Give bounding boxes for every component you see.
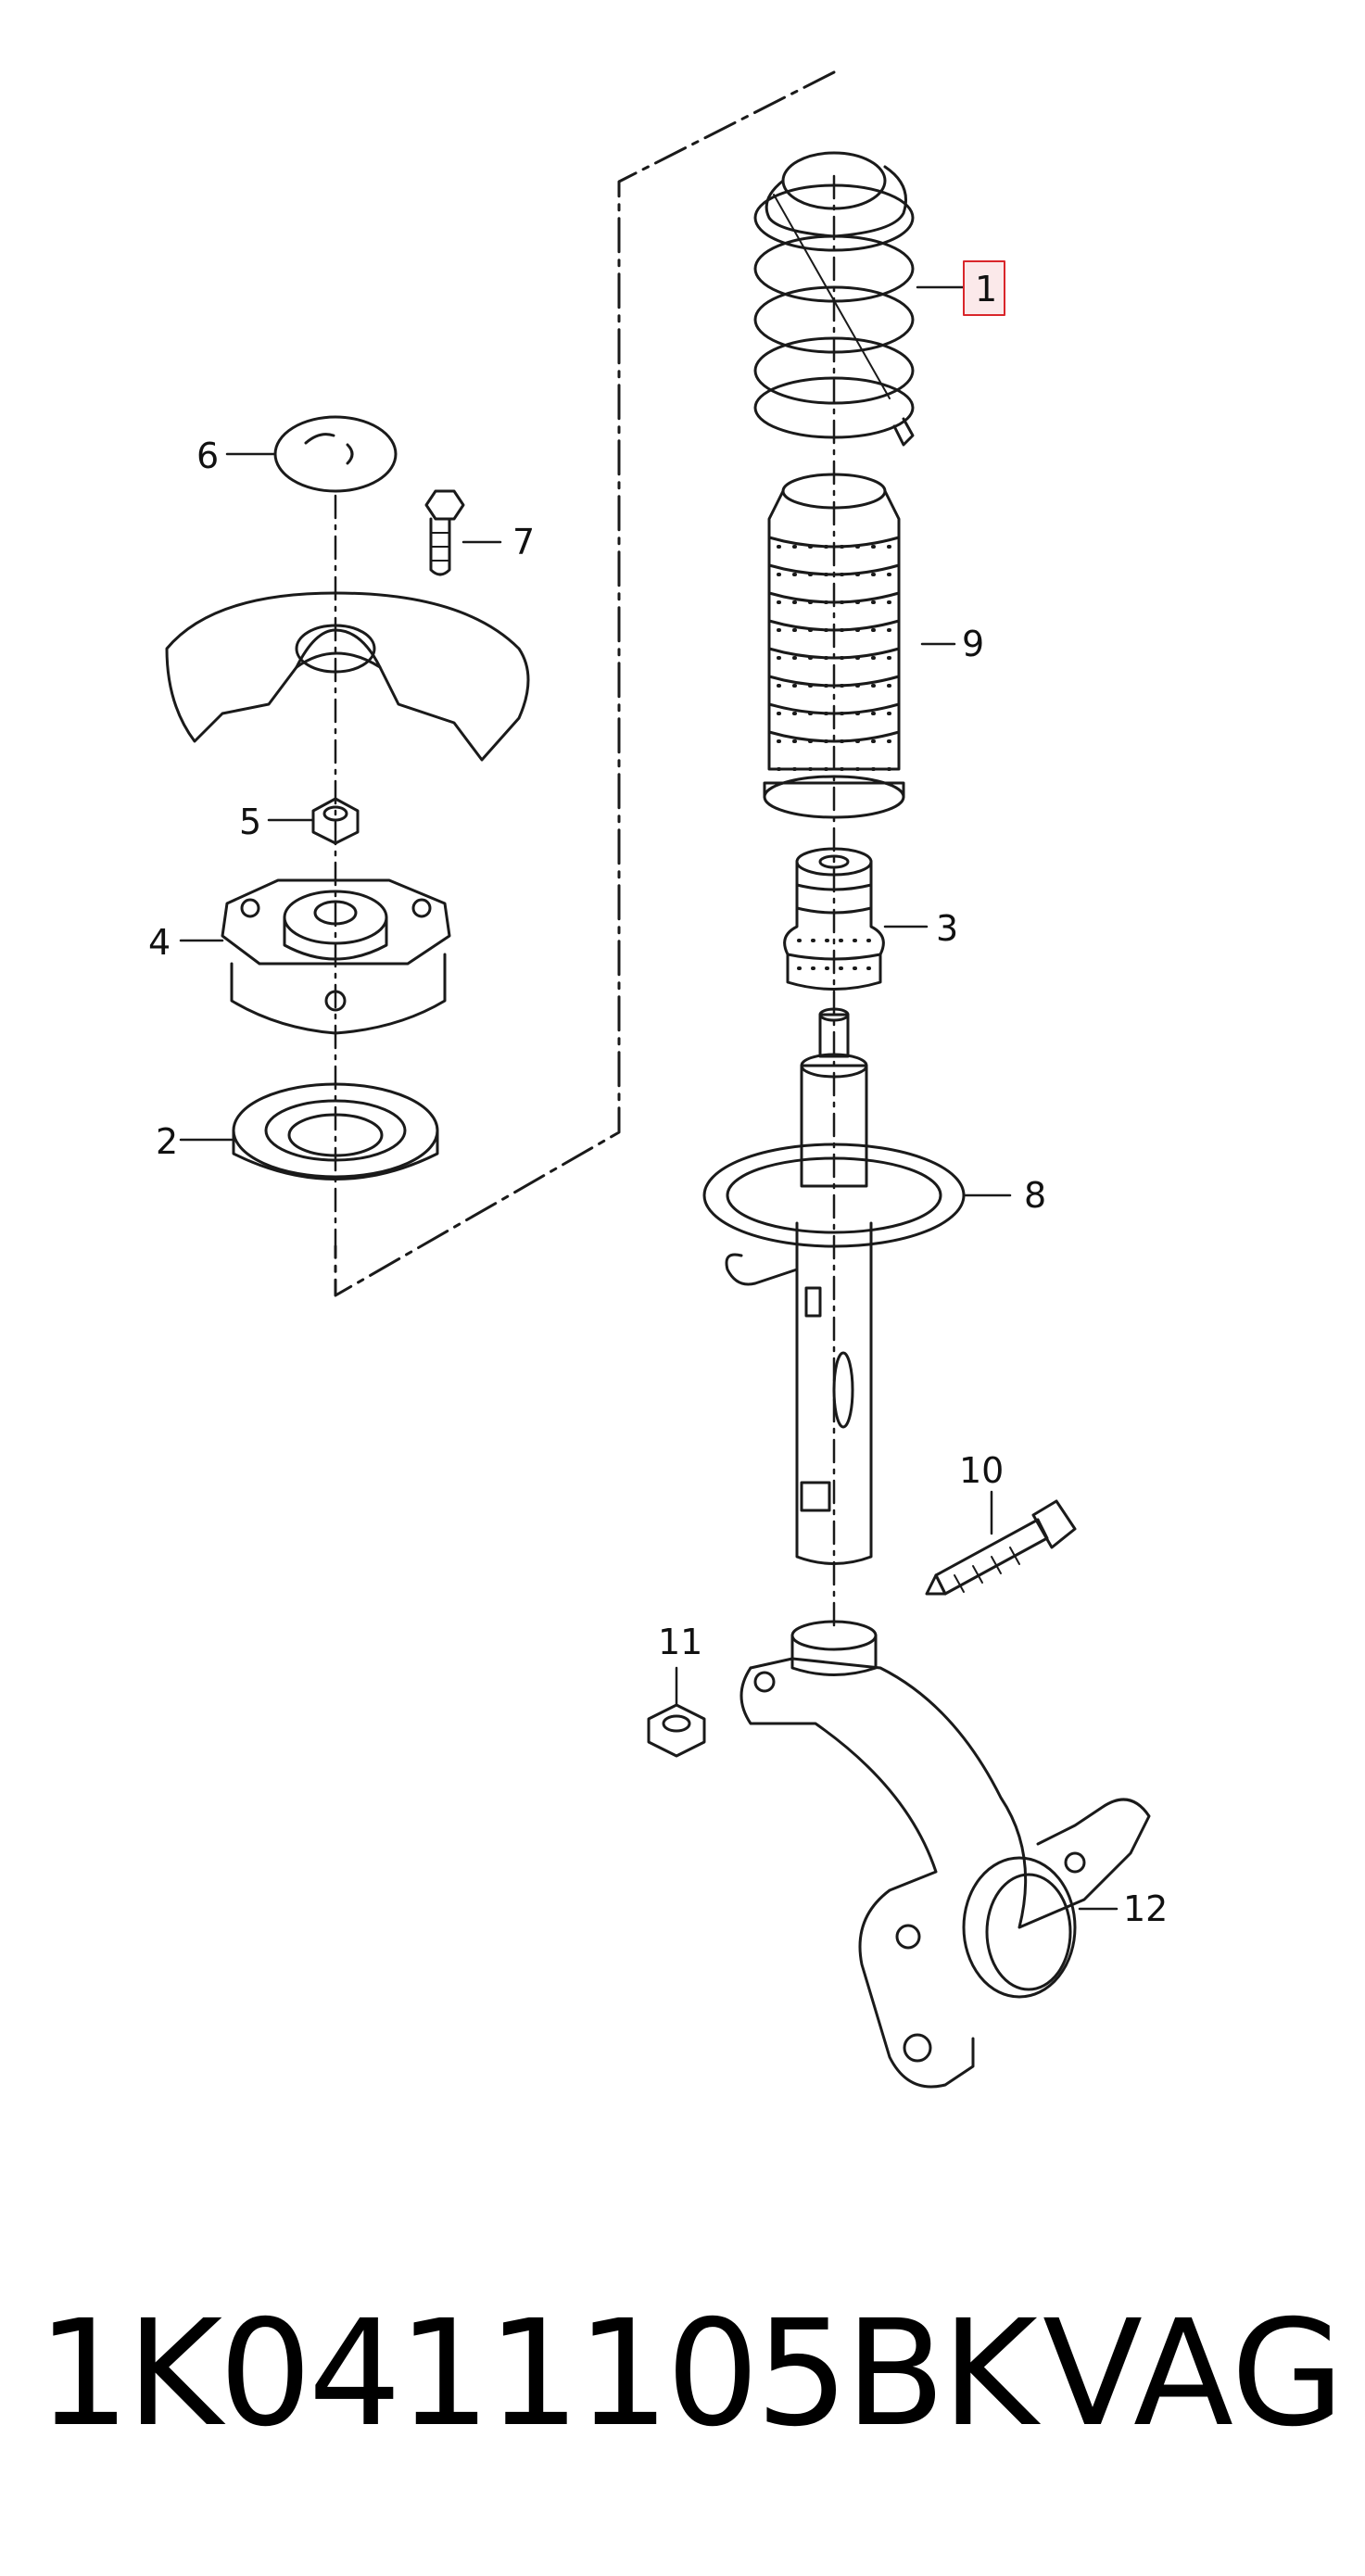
callout-highlight-box: [963, 260, 1005, 316]
brand-name: VAG: [1043, 2289, 1345, 2459]
callout-label-8[interactable]: 8: [1024, 1175, 1046, 1216]
dust-boot[interactable]: [763, 473, 905, 819]
footer-part-info: 1K0411105BK VAG: [37, 2289, 1345, 2459]
callout-label-9[interactable]: 9: [962, 624, 984, 664]
callout-label-11[interactable]: 11: [658, 1622, 702, 1662]
callout-label-2[interactable]: 2: [156, 1121, 178, 1162]
part-number: 1K0411105BK: [37, 2289, 1038, 2459]
leader-lines: [179, 285, 1119, 1911]
callout-label-3[interactable]: 3: [936, 908, 958, 949]
steering-knuckle[interactable]: [739, 1620, 1151, 2089]
callout-label-7[interactable]: 7: [512, 522, 535, 562]
strut-mount[interactable]: [221, 878, 451, 1035]
clamp-bolt[interactable]: [925, 1499, 1077, 1596]
protective-cap[interactable]: [273, 415, 398, 493]
callout-label-12[interactable]: 12: [1123, 1888, 1168, 1929]
assembly-boundary-line: [334, 70, 836, 1297]
bump-stop[interactable]: [783, 847, 885, 991]
callout-label-1[interactable]: 1: [975, 269, 997, 309]
strut-bearing[interactable]: [232, 1082, 439, 1181]
callout-label-10[interactable]: 10: [959, 1450, 1004, 1491]
callout-label-4[interactable]: 4: [148, 922, 171, 963]
mounting-bolt[interactable]: [424, 489, 465, 576]
callout-label-5[interactable]: 5: [239, 802, 261, 842]
shield-plate: [165, 591, 530, 762]
coil-spring[interactable]: [753, 151, 915, 447]
exploded-suspension-diagram: 1 2 3 4 5 6 7 8 9 10 11 12: [148, 70, 1168, 2089]
strut-nut[interactable]: [311, 797, 360, 845]
clamp-nut[interactable]: [647, 1703, 706, 1758]
callout-label-6[interactable]: 6: [196, 436, 219, 476]
